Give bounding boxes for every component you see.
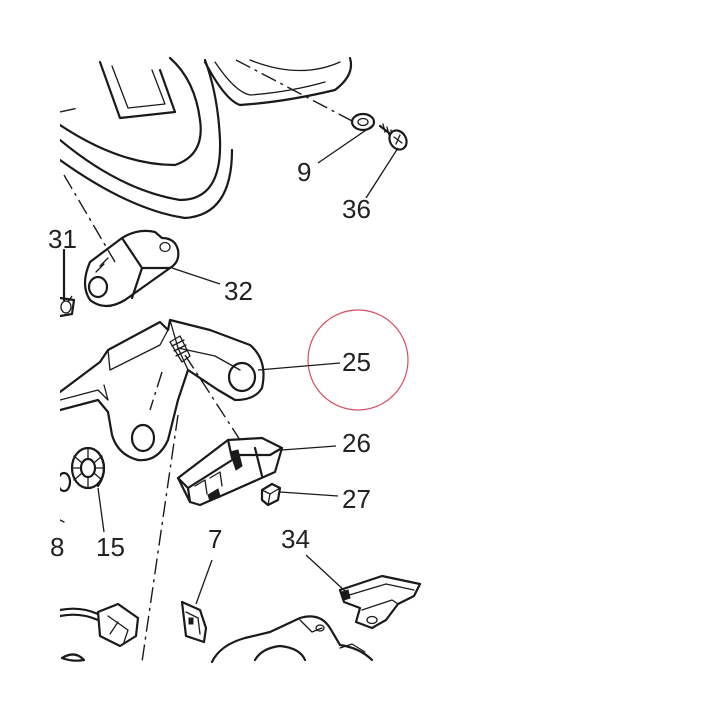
- clip-part-27: [260, 482, 282, 507]
- callout-26: 26: [342, 428, 371, 458]
- callout-15: 15: [96, 532, 125, 562]
- grommet-part-15: [60, 446, 106, 493]
- callout-32: 32: [224, 276, 253, 306]
- bolt-part-31: [60, 248, 76, 318]
- lower-assembly-part: [210, 615, 374, 663]
- callout-8: 8: [50, 532, 64, 562]
- callout-31: 31: [48, 224, 77, 254]
- bracket-part-32: [83, 229, 180, 308]
- clip-part-7: [180, 600, 208, 644]
- callout-34: 34: [281, 524, 310, 554]
- screw-part-36: [378, 123, 408, 151]
- highlight-circle-25: [307, 309, 409, 411]
- callout-9: 9: [297, 157, 311, 187]
- assembly-lines: [60, 59, 355, 663]
- callout-27: 27: [342, 484, 371, 514]
- callout-36: 36: [342, 194, 371, 224]
- leader-lines: [67, 125, 399, 605]
- callout-25: 25: [342, 347, 371, 377]
- part-8-fragment: [60, 519, 65, 523]
- bracket-part-34: [338, 574, 422, 630]
- callout-7: 7: [208, 524, 222, 554]
- headlight-housing-part: [60, 56, 353, 220]
- washer-part-9: [350, 112, 376, 132]
- sensor-part-26: [176, 436, 284, 507]
- wire-connector-part: [60, 602, 140, 662]
- mounting-bracket-part-25: [60, 318, 265, 462]
